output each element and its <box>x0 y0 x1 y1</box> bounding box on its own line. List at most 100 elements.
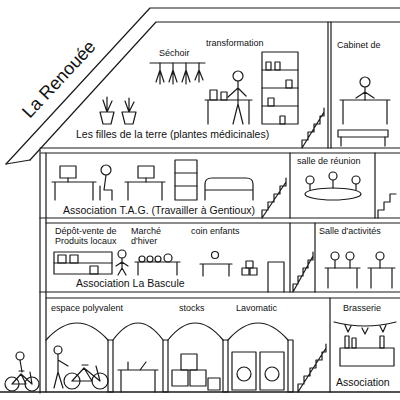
washing-machines <box>237 367 251 381</box>
bicycle-repair <box>54 354 68 388</box>
stock-boxes <box>208 378 220 390</box>
shelf-of-jars <box>262 52 298 124</box>
room-label: Lavomatic <box>235 303 278 313</box>
shop-shelves <box>54 250 128 275</box>
room-label: transformation <box>205 38 265 48</box>
consulting-room <box>360 77 370 87</box>
office-desks <box>138 166 154 178</box>
consulting-room <box>338 77 390 146</box>
drying-herbs <box>169 63 177 84</box>
staircase <box>302 108 324 148</box>
staircase <box>262 178 286 218</box>
kids-corner <box>246 261 253 268</box>
shop-shelves <box>54 252 112 274</box>
kids-corner <box>200 264 232 276</box>
shelf-of-jars <box>266 62 271 70</box>
consulting-room <box>341 137 385 146</box>
shop-shelves <box>118 250 126 258</box>
shop-shelves <box>58 255 66 263</box>
workshop-table <box>221 92 227 100</box>
drying-herbs <box>156 63 164 84</box>
walls-floors <box>0 22 400 393</box>
outside-bicycle <box>16 352 24 360</box>
shelf-of-jars <box>262 70 298 106</box>
bar-counter <box>345 336 349 348</box>
office-desks <box>52 160 253 200</box>
consulting-room <box>340 100 390 124</box>
walls-floors <box>290 223 315 292</box>
drying-herbs <box>150 62 205 63</box>
association-name: Association <box>335 376 391 388</box>
shelf-of-jars <box>275 62 280 70</box>
meeting-table <box>306 176 314 184</box>
walls-floors <box>290 153 375 218</box>
potted-plants <box>100 97 114 124</box>
bicycle-repair <box>72 365 100 381</box>
stock-boxes <box>172 354 220 390</box>
office-desks <box>145 178 146 182</box>
shelf-of-jars <box>280 116 285 124</box>
consulting-room <box>356 87 374 100</box>
shop-shelves <box>116 258 128 275</box>
washing-machines <box>260 352 284 390</box>
office-desks <box>67 178 68 182</box>
drying-herbs <box>182 63 190 84</box>
room-label: espace polyvalent <box>50 303 124 313</box>
market-stall <box>135 254 180 275</box>
bar-counter <box>352 338 356 348</box>
arches <box>46 323 293 392</box>
activity-tables <box>325 252 395 288</box>
activity-tables <box>376 252 384 260</box>
arches <box>223 340 228 392</box>
staircase <box>293 252 313 292</box>
room-label: stocks <box>178 303 206 313</box>
meeting-table <box>352 176 360 184</box>
roof <box>6 8 400 164</box>
activity-tables <box>325 268 395 288</box>
kids-corner <box>212 252 219 259</box>
outside-bicycle <box>12 371 32 384</box>
activity-tables <box>335 260 380 268</box>
kids-corner <box>242 268 249 275</box>
consulting-room <box>338 130 388 137</box>
market-stall <box>164 254 172 262</box>
walls-floors <box>328 22 331 148</box>
market-stall <box>139 256 145 262</box>
association-name: Association La Bascule <box>75 277 186 289</box>
workshop-table <box>205 71 252 124</box>
arches <box>288 340 293 392</box>
office-desks <box>60 166 76 178</box>
house-title: La Renouée <box>18 36 100 122</box>
washing-machines <box>265 367 279 381</box>
house-illustration <box>0 8 400 393</box>
outside-bicycle <box>20 360 22 372</box>
bicycle-repair <box>54 346 158 392</box>
room-label: Dépôt-vente de Produits locaux <box>54 226 128 247</box>
bar-counter <box>380 336 384 348</box>
workshop-table <box>205 100 252 124</box>
activity-tables <box>331 252 339 260</box>
arches <box>108 340 113 392</box>
association-name: Les filles de la terre (plantes médicina… <box>75 128 270 140</box>
washing-machines <box>232 352 256 390</box>
bicycle-repair <box>118 362 158 392</box>
workshop-table <box>210 90 217 100</box>
walls-floors <box>40 150 46 393</box>
washing-machines <box>232 352 284 390</box>
room-label: coin enfants <box>190 226 241 236</box>
drying-herbs <box>195 63 203 82</box>
room-label: Salle d'activités <box>318 226 382 236</box>
market-stall <box>147 256 153 262</box>
potted-plants <box>122 98 136 124</box>
staircase <box>298 344 326 392</box>
kids-corner <box>250 268 257 275</box>
staircase <box>262 108 396 392</box>
office-desks <box>52 182 96 200</box>
room-label: Marché d'hiver <box>130 226 172 247</box>
roof <box>6 160 30 164</box>
walls-floors <box>40 148 400 298</box>
shelf-of-jars <box>262 52 298 124</box>
